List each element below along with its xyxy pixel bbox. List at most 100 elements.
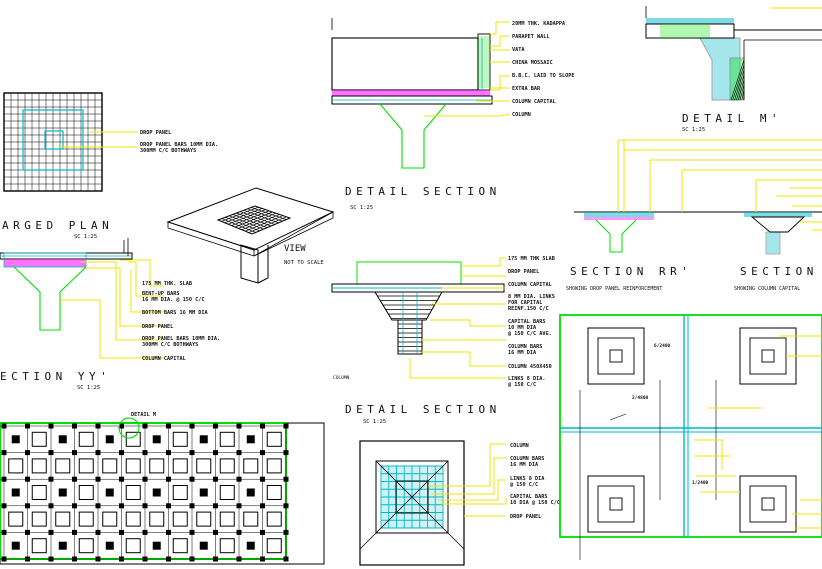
floor-grid-column [48,503,54,509]
right-plan-capital [749,337,787,375]
iso-grid-line [243,209,279,224]
floor-drop-panel [78,538,94,554]
floor-grid-column [213,529,218,535]
floor-drop-panel [102,458,118,474]
floor-column [11,541,20,550]
floor-grid-column [166,556,171,562]
floor-drop-panel [219,431,235,447]
floor-drop-panel [55,458,71,474]
floor-grid-column [283,529,289,535]
floor-grid-column [260,556,265,562]
detail-m-title: DETAIL M' [682,112,782,125]
right-plan-column [761,497,775,511]
section-yy: 175 MM THK. SLAB BENT-UP BARS 16 MM DIA.… [0,238,220,391]
floor-grid-column [142,503,148,509]
floor-grid-column [72,476,77,482]
floor-grid-column [236,423,242,429]
section-rr-caption: SHOWING DROP PANEL REINFORCEMENT [566,286,662,292]
top-label-kadappa: 20MM THK. KADAPPA [512,21,566,27]
floor-drop-panel [266,485,282,500]
floor-grid-column [189,556,195,562]
floor-grid-column [25,423,30,429]
floor-grid-column [166,503,171,509]
floor-column [152,488,161,497]
mid-label-col-links-spacing: @ 150 C/C [508,382,536,388]
floor-grid-column [119,503,124,509]
floor-grid-column [142,450,148,456]
floor-grid-column [189,423,195,429]
floor-grid-column [1,476,7,482]
floor-grid-column [72,529,77,535]
detail-m-hatch-line [736,74,745,101]
floor-grid-column [95,423,101,429]
floor-grid-column [260,503,265,509]
bottom-label-capbars: CAPITAL BARS [510,494,547,500]
floor-grid-column [166,423,171,429]
detail-m-scale: SC 1:25 [682,127,705,133]
floor-column [105,435,114,444]
floor-grid-column [166,450,171,456]
yy-label-bentup: BENT-UP BARS [142,291,179,297]
detail-m-hatch-line [737,79,745,101]
floor-column [246,435,255,444]
right-plan-column [609,349,623,363]
floor-grid-column [213,423,218,429]
floor-column [199,541,208,550]
floor-grid-column [213,476,218,482]
mid-label-links: 8 MM DIA. LINKS [508,294,555,300]
right-plan-drop-panel [587,327,645,385]
floor-drop-panel [266,538,282,554]
floor-grid-column [25,503,30,509]
floor-grid-column [119,476,124,482]
section-right-caption: SHOWING COLUMN CAPITAL [734,286,800,292]
floor-grid-column [213,503,218,509]
floor-drop-panel [172,511,188,527]
floor-grid-column [48,529,54,535]
floor-grid-column [72,423,77,429]
top-label-bbc: B.B.C. LAID TO SLOPE [512,73,574,79]
floor-grid-column [25,450,30,456]
floor-grid-column [48,556,54,562]
floor-grid-column [95,476,101,482]
floor-column [11,488,20,497]
top-label-vata: VATA [512,47,525,53]
floor-drop-panel [243,458,259,474]
detail-section-bottom-title: DETAIL SECTION [345,403,501,416]
detail-m-marker: DETAIL M [131,412,156,418]
mid-label-capbars-spacing: @ 150 C/C AVG. [508,331,552,337]
floor-grid-column [213,556,218,562]
detail-section-top: 20MM THK. KADAPPA PARAPET WALL VATA CHIN… [331,18,574,211]
floor-drop-panel [149,458,165,474]
floor-grid-column [142,423,148,429]
floor-grid-column [1,556,7,562]
floor-drop-panel [219,458,235,474]
floor-drop-panel [172,485,188,500]
bottom-label-links-spacing: @ 150 C/C [510,482,538,488]
right-plan-capital [597,337,635,375]
detail-m-hatch-line [730,59,745,101]
floor-grid-column [72,556,77,562]
floor-grid-column [72,503,77,509]
floor-drop-panel [31,538,47,554]
floor-drop-panel [196,511,212,527]
right-plan-drop-panel [587,475,645,533]
mid-label-column: COLUMN 450X450 [508,364,552,370]
floor-drop-panel [8,511,24,527]
floor-grid-column [236,503,242,509]
floor-grid-column [189,503,195,509]
detail-m-hatch-line [739,84,745,101]
top-label-china: CHINA MOSSAIC [512,60,553,66]
floor-grid-column [119,423,124,429]
floor-drop-panel [31,511,47,527]
top-label-extra: EXTRA BAR [512,86,541,92]
floor-grid-column [1,529,7,535]
yy-label-drop-bars: DROP PANEL BARS 10MM DIA. [142,336,220,342]
right-reinforcement-plan: 6/2400 2/4800 1/2400 [559,314,822,560]
floor-column [58,435,67,444]
enlarged-plan-scale: SC 1:25 [74,234,97,240]
floor-grid-column [119,529,124,535]
floor-grid-column [1,423,7,429]
floor-grid-column [189,476,195,482]
floor-drop-panel [125,511,141,527]
floor-grid-column [260,476,265,482]
